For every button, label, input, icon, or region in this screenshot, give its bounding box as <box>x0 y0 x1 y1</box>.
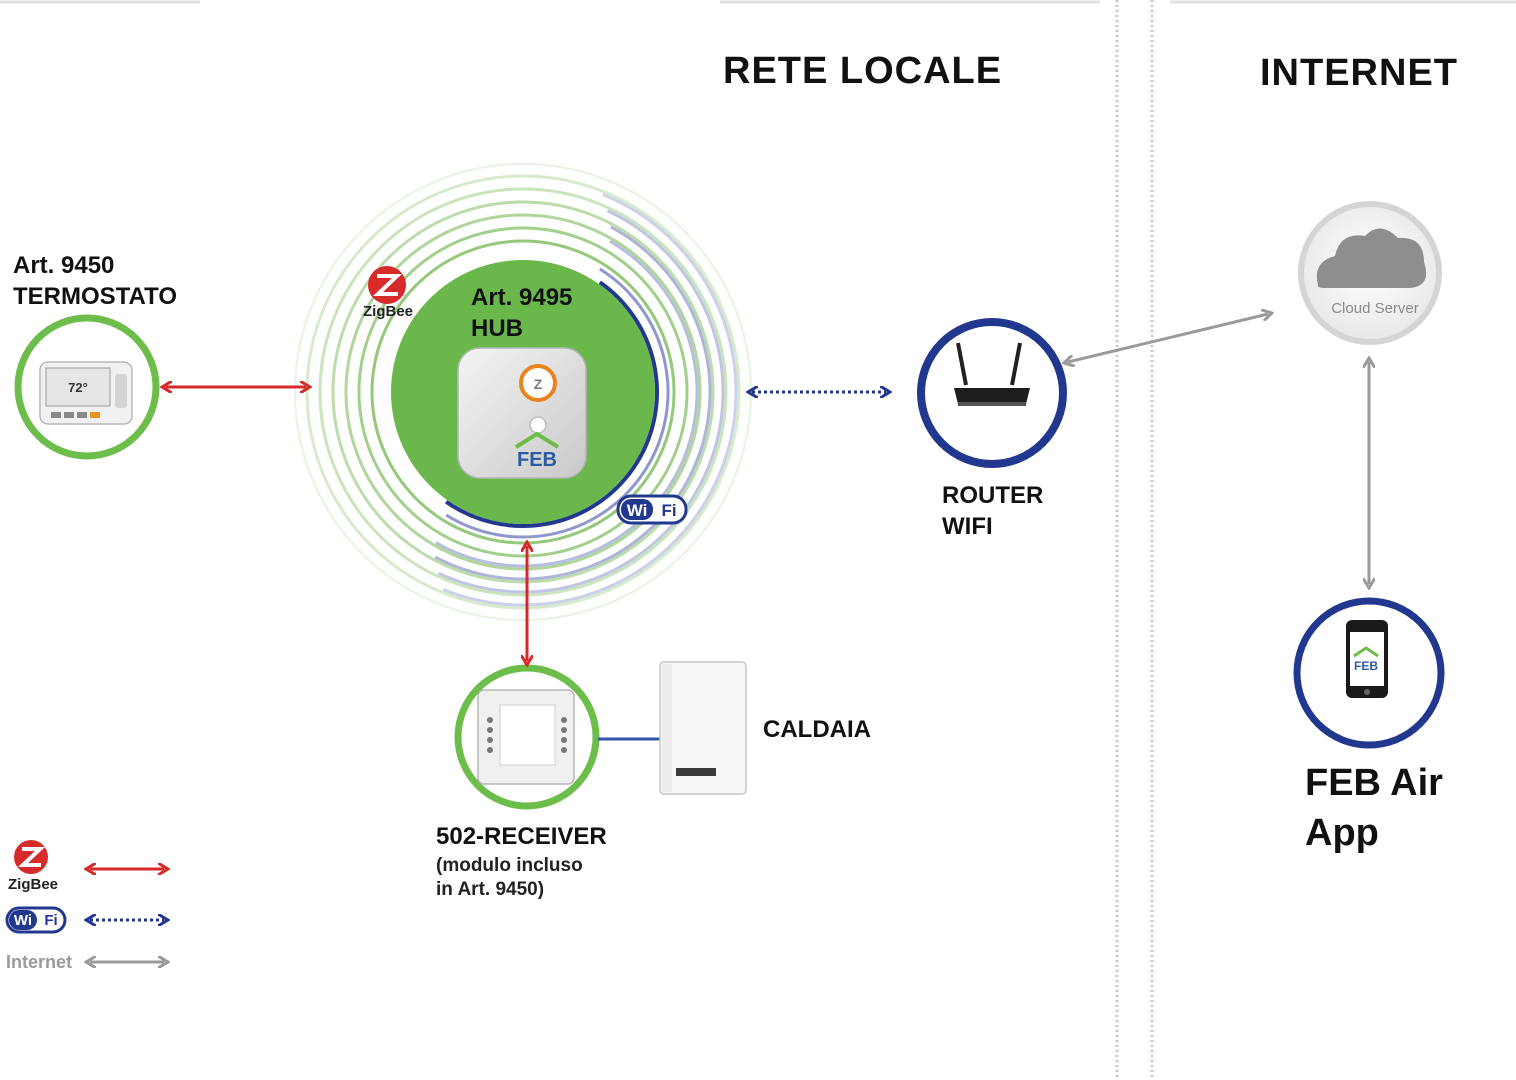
smartphone-icon: FEB <box>1346 620 1388 698</box>
svg-text:72°: 72° <box>68 380 88 395</box>
svg-text:Wi: Wi <box>627 501 648 520</box>
svg-text:Fi: Fi <box>661 501 676 520</box>
section-divider <box>1115 0 1154 1080</box>
thermostat-icon: 72° <box>39 361 133 425</box>
router-label: ROUTER WIFI <box>942 480 1043 542</box>
thermostat-art: Art. 9450 <box>13 252 115 279</box>
receiver-note-line2: in Art. 9450) <box>436 879 545 900</box>
svg-text:Z: Z <box>534 376 543 392</box>
app-line2: App <box>1305 812 1379 854</box>
svg-text:Wi: Wi <box>14 912 32 929</box>
internet-arrow-router-cloud <box>1068 314 1268 362</box>
heading-internet: INTERNET <box>1260 52 1458 94</box>
thermostat-label: Art. 9450 TERMOSTATO <box>13 250 177 312</box>
legend: Wi Fi <box>5 840 164 962</box>
hub-name: HUB <box>471 315 523 342</box>
thermostat-name: TERMOSTATO <box>13 283 177 310</box>
hub-label: Art. 9495 HUB <box>471 282 572 344</box>
router-line1: ROUTER <box>942 482 1044 509</box>
boiler-icon <box>659 661 747 795</box>
cloud-label: Cloud Server <box>1331 300 1419 317</box>
app-line1: FEB Air <box>1305 762 1443 804</box>
hub-brand: FEB <box>517 449 557 471</box>
hub-device-icon: Z FEB <box>457 347 587 479</box>
router-line2: WIFI <box>942 513 993 540</box>
router-icon <box>954 342 1030 406</box>
receiver-module-icon <box>477 689 575 785</box>
zigbee-logo-icon <box>368 266 406 304</box>
legend-zigbee-label: ZigBee <box>8 876 59 893</box>
heading-rete-locale: RETE LOCALE <box>723 50 1003 92</box>
app-label: FEB Air App <box>1305 758 1443 858</box>
receiver-note-line1: (modulo incluso <box>436 855 583 876</box>
cloud-icon <box>1316 228 1427 288</box>
svg-text:FEB: FEB <box>1354 659 1378 673</box>
wifi-logo-icon: Wi Fi <box>616 494 688 525</box>
receiver-label: 502-RECEIVER (modulo incluso in Art. 945… <box>436 821 607 902</box>
legend-internet-label: Internet <box>6 952 73 972</box>
hub-art: Art. 9495 <box>471 284 573 311</box>
boiler-label: CALDAIA <box>763 716 871 743</box>
svg-text:Fi: Fi <box>44 912 57 929</box>
legend-wifi-icon: Wi Fi <box>5 906 67 934</box>
legend-zigbee-icon <box>14 840 48 874</box>
zigbee-badge-label: ZigBee <box>363 303 414 320</box>
receiver-name: 502-RECEIVER <box>436 823 607 850</box>
